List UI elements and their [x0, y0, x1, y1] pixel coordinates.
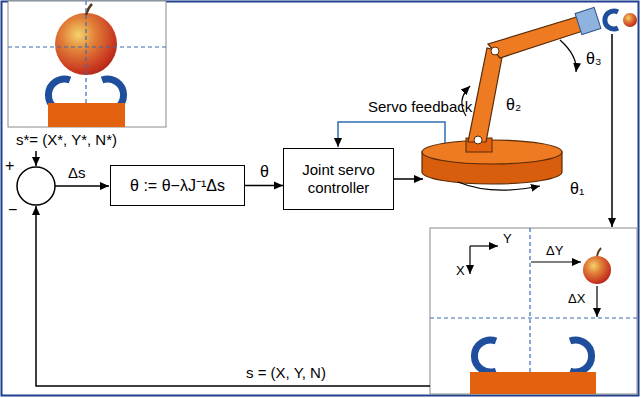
joint-angle: θ₃ [586, 50, 601, 68]
sign-mark: − [8, 201, 17, 219]
process-box: Joint servo controller [283, 148, 394, 210]
image-border [8, 1, 166, 127]
fore-link [488, 16, 586, 58]
signal-line [611, 34, 613, 227]
gripper-jaw [570, 340, 592, 372]
signal-label: Δs [68, 164, 86, 181]
reference-signal: s*= (X*, Y*, N*) [16, 131, 117, 148]
joint-angle: θ₁ [570, 180, 584, 198]
angle-arc [560, 40, 576, 72]
crosshair [529, 228, 530, 394]
target-image [8, 1, 166, 127]
process-box: θ := θ−λJ⁻¹Δs [110, 165, 245, 206]
axis-label: Y [503, 232, 512, 247]
upper-link [468, 48, 503, 142]
axis-label: X [456, 264, 465, 279]
gripper-base [470, 372, 596, 394]
apple [623, 13, 637, 27]
axis [469, 246, 470, 274]
feedback-line [36, 206, 430, 386]
apple [583, 256, 611, 284]
crosshair [430, 317, 637, 318]
feedback-line [338, 122, 445, 147]
angle-arc [458, 182, 540, 190]
offset-arrow [531, 261, 581, 262]
apple-stem [86, 4, 92, 15]
sign-mark: + [5, 157, 14, 175]
gripper-jaw [474, 340, 496, 372]
signal-label: θ [258, 163, 271, 181]
box-text: Joint servo controller [284, 161, 393, 197]
offset-label: ΔY [546, 244, 563, 259]
signal-connector [245, 185, 283, 187]
crosshair [8, 46, 166, 47]
joint [474, 136, 482, 144]
gripper-base [48, 103, 125, 127]
measured-signal: s = (X, Y, N) [246, 364, 326, 381]
axis [470, 245, 498, 246]
box-text: θ := θ−λJ⁻¹Δs [130, 176, 225, 195]
signal-line [394, 178, 423, 180]
image-border [430, 228, 637, 394]
joint [491, 47, 499, 55]
apple-stem [597, 248, 601, 256]
gripper-jaw [605, 11, 618, 29]
signal-line [55, 185, 109, 187]
camera [575, 7, 601, 34]
offset-arrow [596, 286, 597, 317]
offset-label: ΔX [568, 292, 585, 307]
camera-image [430, 228, 637, 394]
summing-junction [17, 167, 55, 205]
feedback-label: Servo feedback [368, 98, 472, 115]
joint-angle: θ₂ [506, 96, 521, 114]
signal-line [35, 151, 37, 166]
